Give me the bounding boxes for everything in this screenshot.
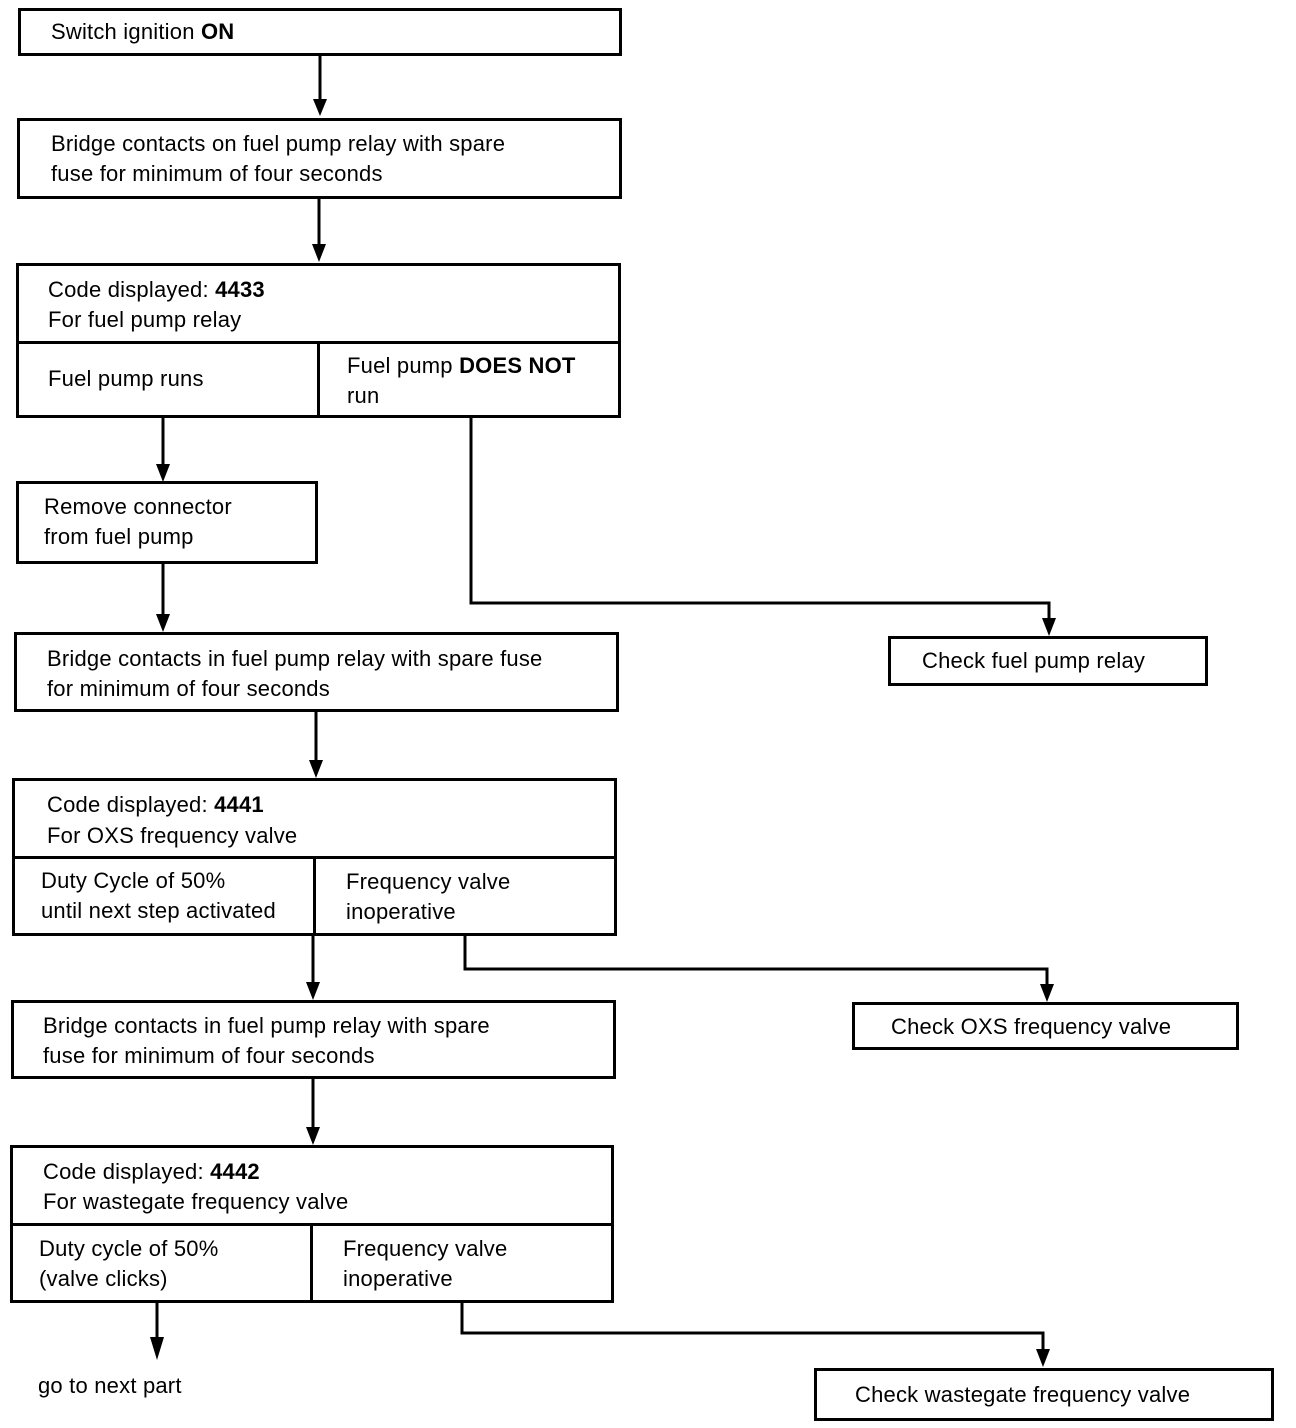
arrowhead-icon (150, 1337, 164, 1360)
check-wastegate-text: Check wastegate frequency valve (855, 1382, 1191, 1407)
code-4442-outcome-yes-line2: (valve clicks) (39, 1266, 168, 1291)
code-4442-line2: For wastegate frequency valve (43, 1189, 349, 1214)
code-4442-label: Code displayed: 4442 (43, 1159, 260, 1184)
decision-code-4442: Code displayed: 4442 For wastegate frequ… (10, 1145, 614, 1303)
result-check-fuel-pump-relay: Check fuel pump relay (888, 636, 1208, 686)
code-4433-outcome-yes: Fuel pump runs (48, 366, 204, 391)
check-fuel-pump-relay-text: Check fuel pump relay (922, 648, 1146, 673)
code-4442-outcome-no-line2: inoperative (343, 1266, 453, 1291)
result-check-wastegate-frequency-valve: Check wastegate frequency valve (814, 1368, 1274, 1421)
arrowhead-icon (156, 614, 170, 632)
arrowhead-icon (309, 760, 323, 778)
step-bridge-contacts-3: Bridge contacts in fuel pump relay with … (11, 1000, 616, 1079)
go-to-next-part: go to next part (38, 1373, 182, 1398)
step-switch-ignition: Switch ignition ON (18, 8, 622, 56)
code-4442-outcome-yes-line1: Duty cycle of 50% (39, 1236, 219, 1261)
arrowhead-icon (156, 464, 170, 482)
arrowhead-icon (306, 982, 320, 1000)
code-4441-line2: For OXS frequency valve (47, 823, 298, 848)
arrow-inop-to-checkoxs (463, 934, 1049, 990)
arrow-doesnot-to-checkrelay (469, 416, 1051, 625)
code-4433-outcome-no-line1: Fuel pump DOES NOT (347, 353, 576, 378)
step-bridge-3-line1: Bridge contacts in fuel pump relay with … (43, 1013, 490, 1038)
step-switch-ignition-text: Switch ignition ON (51, 19, 235, 44)
remove-connector-line2: from fuel pump (44, 524, 194, 549)
arrowhead-icon (1036, 1349, 1050, 1367)
check-oxs-text: Check OXS frequency valve (891, 1014, 1172, 1039)
arrowhead-icon (1040, 984, 1054, 1002)
decision-code-4433: Code displayed: 4433 For fuel pump relay… (16, 263, 621, 418)
step-bridge-2-line2: for minimum of four seconds (47, 676, 330, 701)
step-bridge-1-line2: fuse for minimum of four seconds (51, 161, 383, 186)
arrowheads (150, 99, 1056, 1367)
arrow-inop-to-checkwastegate (460, 1301, 1045, 1355)
step-bridge-1-line1: Bridge contacts on fuel pump relay with … (51, 131, 506, 156)
step-bridge-contacts-1: Bridge contacts on fuel pump relay with … (17, 118, 622, 199)
result-check-oxs-frequency-valve: Check OXS frequency valve (852, 1002, 1239, 1050)
arrowhead-icon (312, 244, 326, 262)
code-4433-label: Code displayed: 4433 (48, 277, 265, 302)
code-4441-outcome-yes-line2: until next step activated (41, 898, 276, 923)
code-4442-outcome-no-line1: Frequency valve (343, 1236, 508, 1261)
code-4441-outcome-no-line1: Frequency valve (346, 869, 511, 894)
code-4433-outcome-no-line2: run (347, 383, 380, 408)
code-4433-divider-v (317, 341, 320, 415)
code-4441-outcome-no-line2: inoperative (346, 899, 456, 924)
arrowhead-icon (306, 1127, 320, 1145)
remove-connector-line1: Remove connector (44, 494, 232, 519)
code-4441-outcome-yes-line1: Duty Cycle of 50% (41, 868, 226, 893)
step-bridge-3-line2: fuse for minimum of four seconds (43, 1043, 375, 1068)
code-4442-divider-v (310, 1223, 313, 1300)
decision-code-4441: Code displayed: 4441 For OXS frequency v… (12, 778, 617, 936)
code-4441-label: Code displayed: 4441 (47, 792, 264, 817)
step-remove-connector: Remove connector from fuel pump (16, 481, 318, 564)
connector-lines (155, 55, 1051, 1355)
arrowhead-icon (1042, 618, 1056, 636)
code-4441-divider-v (313, 856, 316, 933)
step-bridge-contacts-2: Bridge contacts in fuel pump relay with … (14, 632, 619, 712)
arrowhead-icon (313, 99, 327, 116)
code-4433-line2: For fuel pump relay (48, 307, 242, 332)
step-bridge-2-line1: Bridge contacts in fuel pump relay with … (47, 646, 543, 671)
